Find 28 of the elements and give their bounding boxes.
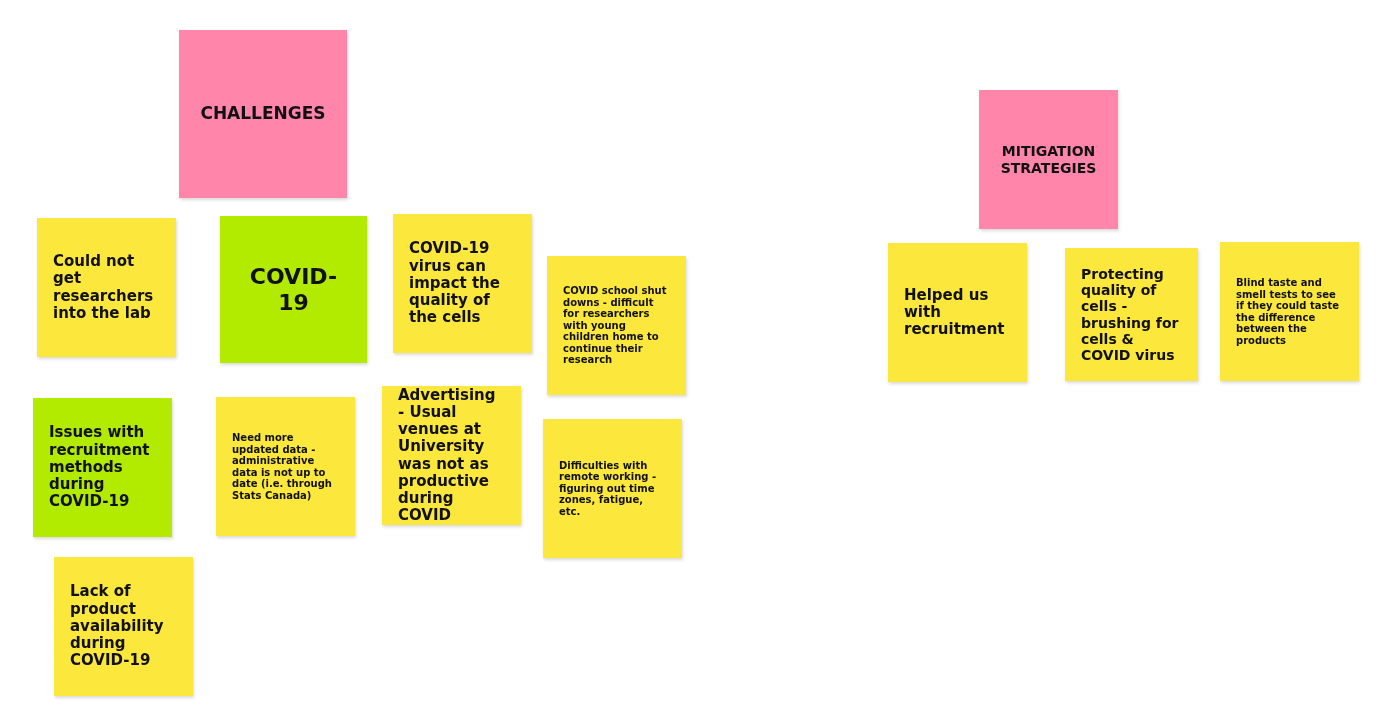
note-text: COVID school shut downs - difficult for researchers with young children home to continue their research [563, 285, 668, 366]
note-text: CHALLENGES [200, 104, 326, 124]
note-text: Protecting quality of cells - brushing for cells & COVID virus [1081, 266, 1180, 363]
note-text: MITIGATION STRATEGIES [999, 143, 1098, 176]
sticky-note [220, 216, 367, 363]
sticky-note [979, 90, 1118, 229]
sticky-note [1220, 242, 1359, 381]
note-text: Advertising - Usual venues at University was not as productive during COVID [398, 386, 497, 525]
note-text: Need more updated data - administrative data is not up to date (i.e. through Stats Canada) [232, 432, 333, 501]
sticky-note [888, 243, 1027, 382]
note-text: COVID-19 virus can impact the quality of the cells [409, 240, 501, 327]
note-text: COVID-19 [248, 264, 339, 315]
sticky-note [179, 30, 347, 198]
sticky-note [216, 397, 355, 536]
note-text: Lack of product availability during COVID-19 [70, 583, 165, 670]
note-text: Could not get researchers into the lab [53, 253, 155, 322]
sticky-note [543, 419, 682, 558]
sticky-note [1065, 248, 1198, 381]
note-text: Issues with recruitment methods during COVID-19 [49, 424, 151, 511]
sticky-note [37, 218, 176, 357]
note-text: Difficulties with remote working - figuring out time zones, fatigue, etc. [559, 459, 658, 518]
note-text: Helped us with recruitment [904, 286, 1006, 339]
sticky-note [382, 386, 521, 525]
note-text: Blind taste and smell tests to see if they could taste the difference between the products [1236, 277, 1340, 346]
sticky-note [33, 398, 172, 537]
sticky-note [547, 256, 686, 395]
sticky-note [54, 557, 193, 696]
sticky-note [393, 214, 532, 353]
